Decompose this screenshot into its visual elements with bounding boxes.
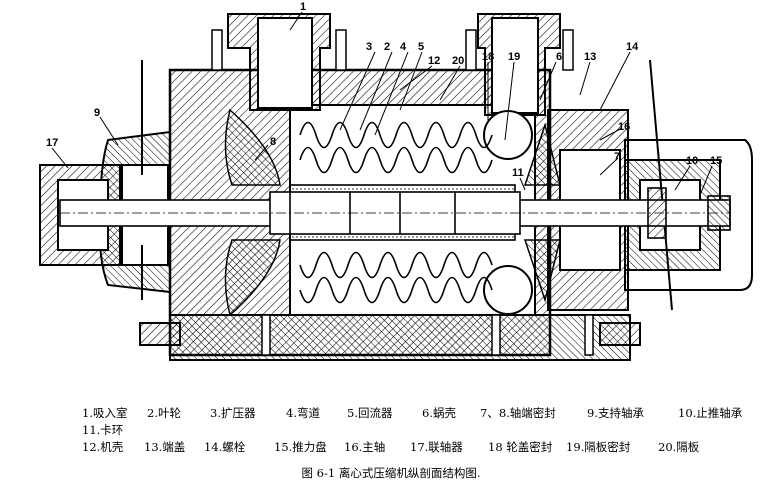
- callout-8: 8: [270, 136, 276, 148]
- callout-20: 20: [452, 55, 464, 67]
- callout-16: 16: [618, 121, 630, 133]
- callout-17: 17: [46, 137, 58, 149]
- leader-lines: [51, 11, 713, 196]
- legend-item: 19.隔板密封: [566, 440, 631, 454]
- left-bearing-housing: [39, 60, 171, 300]
- legend-item: 3.扩压器: [210, 406, 256, 420]
- legend-item: 11.卡环: [82, 423, 124, 437]
- callout-1: 1: [300, 1, 306, 13]
- callout-7-right: 7: [614, 151, 620, 163]
- diffuser-hatching: [224, 108, 561, 317]
- callout-19: 19: [508, 51, 520, 63]
- compressor-section-drawing: 1 2 3 4 5 6 7 7 8 9 10 11 12 13 14 15 16…: [39, 1, 753, 361]
- callout-18: 18: [482, 51, 494, 63]
- callout-14: 14: [626, 41, 639, 53]
- callout-6: 6: [556, 51, 562, 63]
- legend-item: 7、8.轴端密封: [480, 406, 556, 420]
- parts-legend: 1.吸入室 2.叶轮 3.扩压器 4.弯道 5.回流器 6.蜗壳 7、8.轴端密…: [82, 405, 772, 456]
- callout-2: 2: [384, 41, 390, 53]
- figure-caption: 图 6-1 离心式压缩机纵剖面结构图.: [301, 466, 481, 480]
- legend-item: 12.机壳: [82, 440, 124, 454]
- legend-item: 15.推力盘: [274, 440, 327, 454]
- legend-item: 9.支持轴承: [587, 406, 644, 420]
- legend-row-1: 1.吸入室 2.叶轮 3.扩压器 4.弯道 5.回流器 6.蜗壳 7、8.轴端密…: [82, 405, 772, 422]
- legend-item: 14.螺栓: [204, 440, 246, 454]
- legend-item: 1.吸入室: [82, 406, 128, 420]
- callout-3: 3: [366, 41, 372, 53]
- callout-11: 11: [512, 167, 524, 179]
- callout-10: 10: [686, 155, 698, 167]
- callout-5: 5: [418, 41, 424, 53]
- legend-item: 20.隔板: [658, 440, 700, 454]
- legend-item: 17.联轴器: [410, 440, 463, 454]
- callout-13: 13: [584, 51, 596, 63]
- callout-4: 4: [400, 41, 407, 53]
- legend-row-2: 11.卡环: [82, 422, 772, 439]
- legend-item: 2.叶轮: [147, 406, 181, 420]
- legend-item: 4.弯道: [286, 406, 320, 420]
- legend-item: 5.回流器: [347, 406, 393, 420]
- legend-row-3: 12.机壳 13.端盖 14.螺栓 15.推力盘 16.主轴 17.联轴器 18…: [82, 439, 772, 456]
- callout-numbers: 1 2 3 4 5 6 7 7 8 9 10 11 12 13 14 15 16…: [46, 1, 722, 179]
- legend-item: 18 轮盖密封: [488, 440, 553, 454]
- callout-12: 12: [428, 55, 440, 67]
- main-shaft: [59, 187, 731, 239]
- legend-item: 10.止推轴承: [678, 406, 743, 420]
- legend-item: 16.主轴: [344, 440, 386, 454]
- bolts: [211, 29, 594, 356]
- legend-item: 13.端盖: [144, 440, 186, 454]
- callout-15: 15: [710, 155, 722, 167]
- callout-9: 9: [94, 107, 100, 119]
- legend-item: 6.蜗壳: [422, 406, 456, 420]
- right-bearing-housing: [547, 59, 753, 311]
